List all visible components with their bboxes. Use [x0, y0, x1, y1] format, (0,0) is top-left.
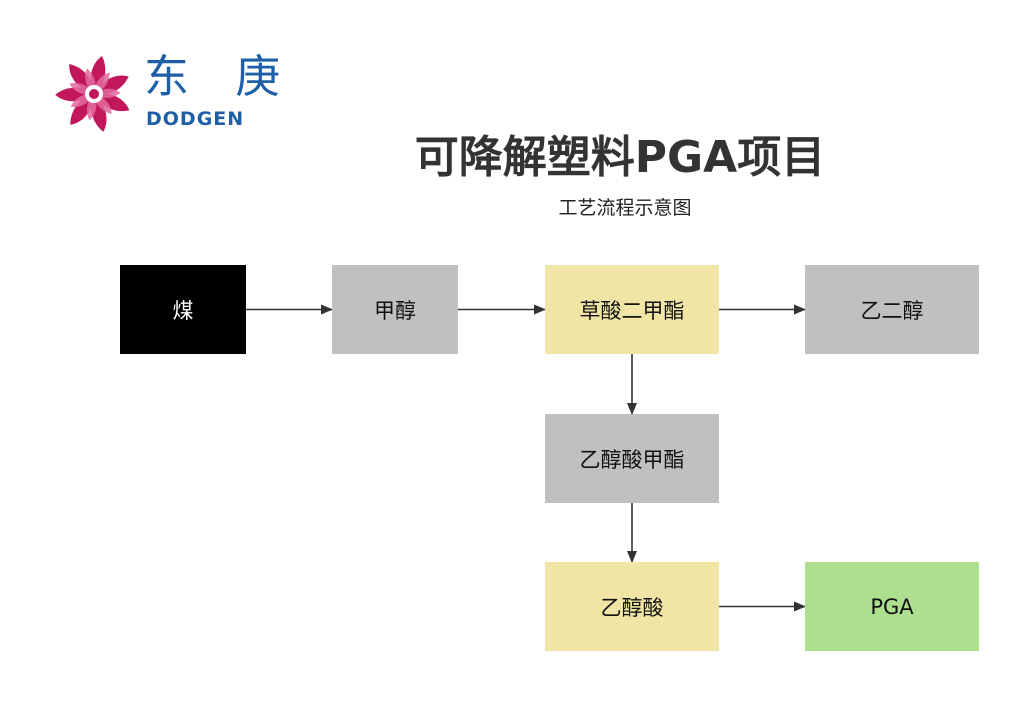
- logo-chinese-name: 东 庚: [144, 50, 297, 103]
- page-title: 可降解塑料PGA项目: [414, 132, 826, 183]
- dodgen-logo: 东 庚 DODGEN: [52, 52, 302, 142]
- flower-logo-icon: [55, 56, 130, 132]
- node-dimethyl-oxalate: 草酸二甲酯: [545, 265, 719, 354]
- node-glycolic-acid: 乙醇酸: [545, 562, 719, 651]
- node-pga: PGA: [805, 562, 979, 651]
- node-methyl-glycolate: 乙醇酸甲酯: [545, 414, 719, 503]
- node-methanol: 甲醇: [332, 265, 458, 354]
- node-coal: 煤: [120, 265, 246, 354]
- page-subtitle: 工艺流程示意图: [558, 197, 692, 219]
- node-ethylene-glycol: 乙二醇: [805, 265, 979, 354]
- logo-english-name: DODGEN: [146, 108, 245, 130]
